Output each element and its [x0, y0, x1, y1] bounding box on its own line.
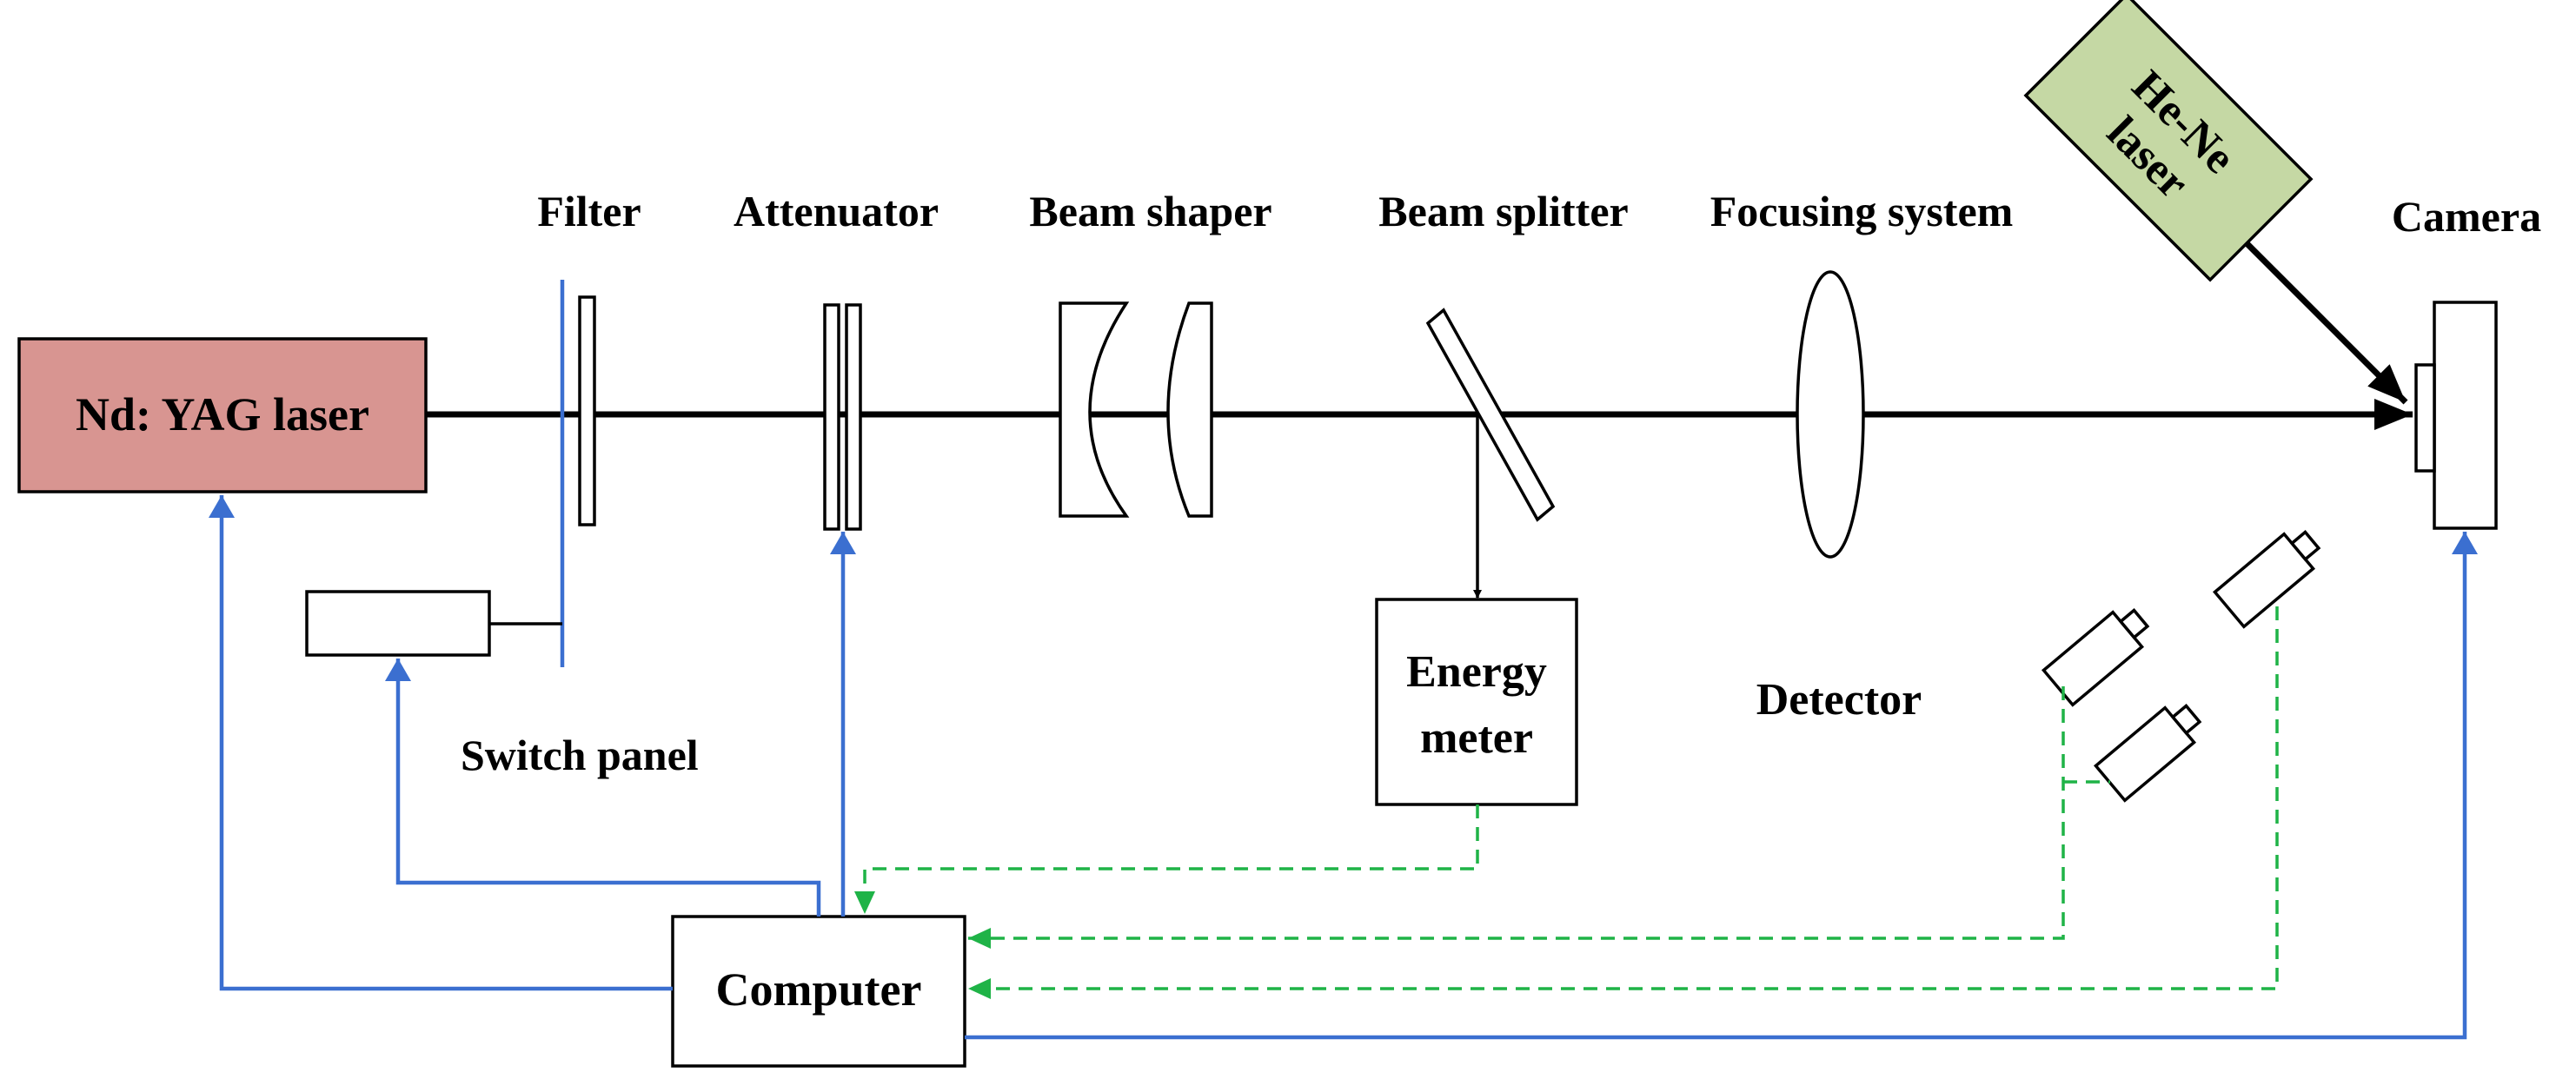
computer-label: Computer [716, 963, 922, 1016]
camera-body [2433, 301, 2498, 530]
beam-shaper-convex-lens [1166, 301, 1213, 518]
beam-shaper-concave-lens [1059, 301, 1130, 518]
nd-yag-laser-label: Nd: YAG laser [76, 388, 369, 440]
detector-2 [2212, 530, 2321, 629]
camera-sensor [2414, 363, 2436, 473]
attenuator-plate-2 [845, 303, 862, 531]
detector-3-tip [2170, 704, 2202, 736]
beam-shaper-label: Beam shaper [1029, 187, 1271, 235]
signal-line-from-detectors-1-3 [968, 686, 2065, 949]
detector-1-tip [2118, 608, 2150, 640]
focusing-lens [1796, 270, 1865, 559]
switch-panel-label: Switch panel [461, 731, 699, 779]
energy-meter-label-line1: Energy [1406, 647, 1547, 697]
control-line-to-nd-yag-laser [209, 495, 673, 991]
focusing-system-label: Focusing system [1710, 187, 2014, 235]
energy-meter-box [1375, 598, 1578, 806]
control-line-to-switch-panel [385, 659, 821, 917]
nd-yag-laser-box [17, 337, 428, 493]
switch-panel-box [305, 590, 491, 657]
detector-label: Detector [1756, 675, 1922, 725]
signal-line-from-energy-meter [854, 804, 1479, 914]
filter-label: Filter [537, 187, 641, 235]
detector-3 [2093, 704, 2202, 803]
attenuator-label: Attenuator [734, 187, 939, 235]
he-ne-laser: He-Ne laser [2023, 0, 2314, 282]
signal-line-from-detector-2 [968, 606, 2279, 999]
he-ne-laser-box [2023, 0, 2314, 282]
detector-1 [2041, 608, 2150, 707]
detector-2-tip [2289, 530, 2321, 562]
he-ne-beam-line [2240, 236, 2408, 405]
filter-element [578, 295, 596, 526]
beam-splitter-element [1425, 308, 1556, 522]
camera-label: Camera [2392, 192, 2541, 241]
control-line-to-camera [965, 532, 2478, 1040]
energy-meter-label-line2: meter [1420, 713, 1533, 763]
attenuator-plate-1 [823, 303, 840, 531]
beam-splitter-label: Beam splitter [1378, 187, 1628, 235]
